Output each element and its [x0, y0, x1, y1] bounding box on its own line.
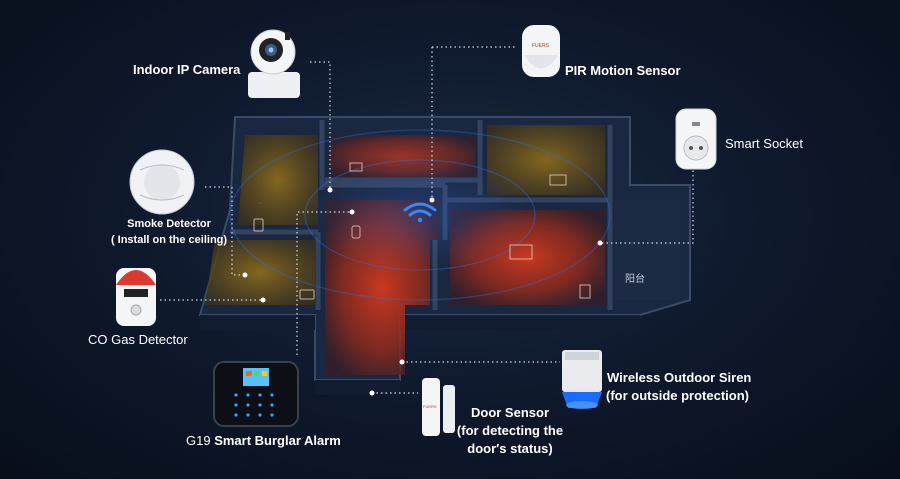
smoke-detector-icon — [129, 149, 195, 215]
svg-text:FUERS: FUERS — [532, 43, 550, 49]
siren-note: (for outside protection) — [606, 388, 749, 403]
smoke-label: Smoke Detector — [127, 218, 211, 230]
alarm-model: G19 — [186, 433, 211, 448]
siren-label: Wireless Outdoor Siren — [607, 370, 752, 385]
phone-icon — [253, 218, 264, 232]
alarm-name: Smart Burglar Alarm — [214, 433, 341, 448]
door-label: Door Sensor — [470, 405, 549, 420]
socket-label: Smart Socket — [725, 136, 804, 151]
co-label: CO Gas Detector — [88, 332, 188, 347]
smart-socket-icon — [675, 108, 717, 170]
door-note-2: door′s status) — [467, 441, 553, 456]
room-kitchen — [205, 240, 315, 305]
alarm-panel-icon — [213, 361, 299, 427]
door-sensor-icon: FUERS — [422, 378, 455, 436]
pir-sensor-icon: FUERS — [522, 25, 560, 77]
door-note-1: (for detecting the — [456, 423, 564, 438]
monitor-icon — [549, 174, 567, 186]
co-detector-icon — [116, 268, 156, 326]
smoke-install-note: ( Install on the ceiling) — [110, 234, 228, 246]
laptop-icon — [299, 289, 315, 300]
pir-label: PIR Motion Sensor — [565, 63, 681, 78]
camera-label: Indoor IP Camera — [133, 62, 241, 77]
alarm-label: G19 Smart Burglar Alarm — [186, 432, 341, 449]
tablet-icon — [579, 284, 591, 299]
room-label-balcony: 阳台 — [625, 272, 645, 285]
wifi-icon — [403, 202, 437, 223]
room-bedroom-1 — [238, 135, 318, 225]
siren-icon — [562, 350, 602, 409]
room-label-bedroom-1: ·· — [258, 200, 263, 207]
camera-icon — [248, 29, 300, 98]
tv-icon — [349, 162, 363, 172]
svg-text:FUERS: FUERS — [423, 404, 437, 409]
sensor-floor-icon — [351, 225, 361, 239]
room-balcony — [615, 200, 680, 300]
tv-hall-icon — [509, 244, 533, 260]
room-bedroom-2 — [487, 125, 605, 195]
